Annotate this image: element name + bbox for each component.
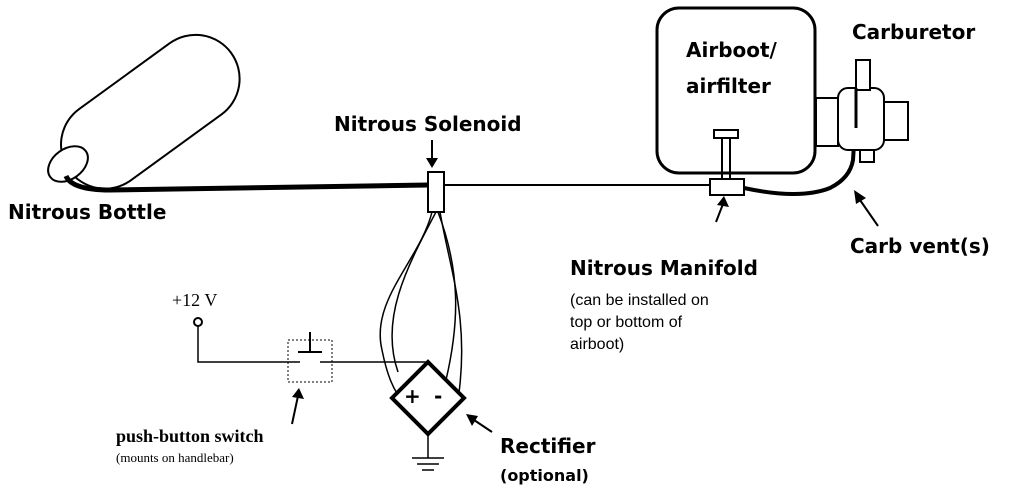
- nitrous-manifold: [709, 129, 745, 196]
- label-switch: push-button switch: [116, 426, 264, 446]
- switch-arrowhead: [292, 388, 304, 399]
- rectifier-arrow: [473, 419, 493, 433]
- label-airboot-line2: airfilter: [686, 74, 771, 98]
- label-carburetor: Carburetor: [852, 20, 976, 44]
- nitrous-line-bottle: [63, 174, 429, 193]
- rectifier-plus: +: [404, 384, 421, 408]
- ground-symbol: [412, 434, 444, 471]
- label-rectifier-note: (optional): [500, 466, 589, 485]
- push-button-switch: [287, 332, 333, 383]
- manifold-arrowhead: [717, 196, 729, 207]
- label-voltage: +12 V: [172, 290, 218, 310]
- nitrous-bottle: [47, 33, 241, 190]
- carb-vent-arrow: [859, 199, 879, 227]
- label-nitrous-bottle: Nitrous Bottle: [8, 200, 167, 224]
- airboot-box: [655, 6, 817, 175]
- rectifier: [389, 359, 467, 437]
- solenoid-arrowhead: [426, 158, 438, 168]
- rectifier-minus: -: [434, 384, 443, 408]
- solenoid-wire-2: [439, 211, 463, 401]
- nitrous-solenoid: [427, 171, 445, 213]
- label-manifold-note-3: airboot): [570, 336, 625, 353]
- label-manifold-note-2: top or bottom of: [570, 314, 683, 331]
- carburetor: [815, 59, 909, 163]
- voltage-terminal: [193, 317, 203, 327]
- label-airboot-line1: Airboot/: [686, 38, 777, 62]
- solenoid-wire-3: [391, 211, 437, 373]
- carb-vent-arrowhead: [854, 190, 866, 204]
- bottle-valve: [47, 145, 89, 183]
- carb-vent-line: [743, 127, 857, 196]
- solenoid-wire-4: [437, 211, 457, 381]
- rectifier-arrowhead: [466, 414, 478, 426]
- label-nitrous-manifold: Nitrous Manifold: [570, 256, 758, 280]
- label-manifold-note-1: (can be installed on: [570, 292, 709, 309]
- label-carb-vent: Carb vent(s): [850, 234, 990, 258]
- label-rectifier: Rectifier: [500, 434, 596, 458]
- label-nitrous-solenoid: Nitrous Solenoid: [334, 112, 522, 136]
- voltage-wire: [197, 326, 288, 363]
- switch-arrow: [291, 395, 299, 425]
- manifold-arrow: [715, 203, 724, 223]
- label-switch-note: (mounts on handlebar): [116, 450, 234, 465]
